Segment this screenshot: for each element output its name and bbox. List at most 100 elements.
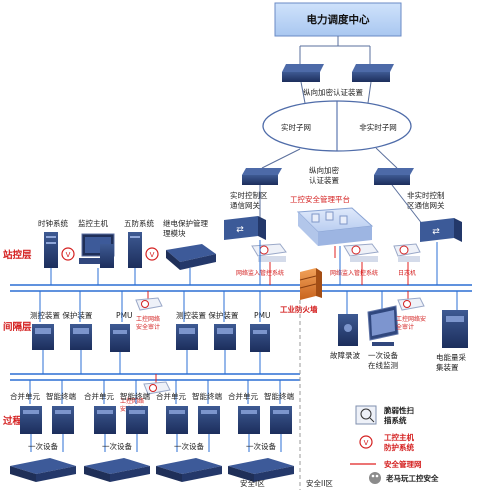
- nrt-gateway-label: 非实时控制 区通信网关: [407, 190, 447, 210]
- audit-right-label: 工控网络安 全审计: [396, 315, 428, 331]
- zone2-label: 安全II区: [306, 478, 333, 488]
- net-probe-2-device: [343, 243, 379, 262]
- zone1-label: 安全I区: [240, 478, 265, 488]
- bay-right-meas-device: [176, 324, 198, 350]
- audit-right-device: [397, 297, 425, 311]
- host-guard-icon-clock: V: [61, 247, 75, 261]
- online-mon-label: 一次设备 在线监测: [368, 350, 400, 370]
- smart-terminal-label: 智能终端: [264, 391, 294, 401]
- legend-scan-icon: [355, 405, 377, 425]
- station-bus: [10, 284, 472, 292]
- bay-left-prot-device: [70, 324, 92, 350]
- sec-platform-device: [296, 207, 374, 246]
- nonrealtime-net-label: 非实时子网: [359, 122, 397, 132]
- legend-sec-net-label: 安全管理网: [384, 459, 422, 469]
- sec-platform-label: 工控安全管理平台: [290, 194, 350, 204]
- online-mon-device: [367, 305, 399, 346]
- dispatch-center-box: [274, 2, 402, 37]
- log-audit-device: [393, 243, 421, 262]
- energy-meter-label: 电能量采 集装置: [436, 352, 468, 372]
- merge-unit-device: [20, 406, 42, 434]
- rt-gateway-device: ⇄: [224, 216, 266, 240]
- five-defense-label: 五防系统: [124, 218, 154, 228]
- merge-unit-label: 合并单元: [156, 391, 186, 401]
- top-auth-device-2: [352, 64, 394, 82]
- host-guard-icon-five: V: [145, 247, 159, 261]
- legend-host-guard-icon: V: [359, 435, 373, 449]
- relay-mgr-device: [166, 244, 216, 270]
- bay-left-meas-device: [32, 324, 54, 350]
- nrt-gateway-device: ⇄: [420, 218, 462, 242]
- merge-unit-label: 合并单元: [10, 391, 40, 401]
- relay-mgr-label: 继电保护管理 理模块: [163, 218, 210, 238]
- fault-rec-label: 故障录波: [330, 350, 360, 360]
- primary-equipment-device: [84, 458, 150, 482]
- smart-terminal-device: [270, 406, 292, 434]
- process-group-2: 合并单元智能终端一次设备: [84, 380, 150, 482]
- merge-unit-device: [166, 406, 188, 434]
- primary-equipment-label: 一次设备: [102, 441, 132, 451]
- sec-mgmt-links: [269, 246, 409, 285]
- smart-terminal-device: [198, 406, 220, 434]
- audit-left-label: 工控网络 安全审计: [136, 315, 162, 331]
- layer-station-label: 站控层: [3, 249, 32, 261]
- bay-right-prot-device: [214, 324, 236, 350]
- pmu-left-label: PMU: [116, 311, 132, 320]
- primary-equipment-label: 一次设备: [174, 441, 204, 451]
- energy-meter-device: [442, 310, 468, 348]
- process-group-3: 合并单元智能终端一次设备: [156, 380, 222, 482]
- pmu-left-device: [110, 324, 130, 352]
- primary-equipment-device: [156, 458, 222, 482]
- log-audit-label: 日志机: [398, 269, 416, 277]
- svg-text:V: V: [364, 439, 369, 447]
- mid-auth-line-2: 认证装置: [309, 175, 339, 185]
- mid-auth-label: 纵向加密 认证装置: [309, 165, 341, 185]
- layer-bay-label: 间隔层: [3, 321, 32, 333]
- top-links: [299, 36, 371, 64]
- clock-system-device: [44, 232, 58, 268]
- process-groups: 合并单元智能终端一次设备合并单元智能终端一次设备合并单元智能终端一次设备合并单元…: [10, 380, 294, 482]
- mid-auth-device-1: [242, 168, 282, 185]
- merge-unit-device: [94, 406, 116, 434]
- smart-terminal-label: 智能终端: [120, 391, 150, 401]
- mid-auth-line-1: 纵向加密: [309, 165, 339, 175]
- mid-auth-device-2: [374, 168, 414, 185]
- watermark-text: 老马玩工控安全: [385, 473, 439, 483]
- pmu-right-device: [250, 324, 270, 352]
- bay-left-label: 测控装置 保护装置: [30, 310, 93, 320]
- rt-gateway-label: 实时控制区 通信网关: [230, 190, 270, 210]
- merge-unit-device: [238, 406, 260, 434]
- svg-text:⇄: ⇄: [432, 227, 440, 237]
- smart-terminal-label: 智能终端: [192, 391, 222, 401]
- net-probe-2-label: 网络监入管控系统: [330, 269, 378, 277]
- smart-terminal-device: [126, 406, 148, 434]
- process-bus: [10, 373, 300, 381]
- svg-text:⇄: ⇄: [236, 225, 244, 235]
- legend-host-guard-label: 工控主机 防护系统: [384, 432, 417, 452]
- primary-equipment-label: 一次设备: [246, 441, 276, 451]
- monitor-host-label: 监控主机: [78, 218, 108, 228]
- fault-rec-device: [338, 314, 358, 346]
- dispatch-center-title: 电力调度中心: [307, 13, 370, 26]
- clock-label: 时钟系统: [38, 218, 68, 228]
- audit-left-device: [135, 297, 163, 311]
- firewall-device: [299, 268, 322, 300]
- firewall-label: 工业防火墙: [280, 304, 318, 314]
- primary-equipment-device: [10, 458, 76, 482]
- top-auth-label: 纵向加密认证装置: [303, 87, 363, 97]
- bay-right-label: 测控装置 保护装置: [176, 310, 239, 320]
- merge-unit-label: 合并单元: [228, 391, 258, 401]
- svg-text:V: V: [150, 251, 155, 259]
- top-auth-device-1: [282, 64, 324, 82]
- watermark-logo-icon: [369, 472, 381, 484]
- primary-equipment-device: [228, 458, 294, 482]
- process-group-4: 合并单元智能终端一次设备: [228, 380, 294, 482]
- smart-terminal-label: 智能终端: [46, 391, 76, 401]
- pmu-right-label: PMU: [254, 311, 270, 320]
- five-defense-device: [128, 232, 142, 268]
- merge-unit-label: 合并单元: [84, 391, 114, 401]
- realtime-net-label: 实时子网: [281, 122, 311, 132]
- smart-terminal-device: [52, 406, 74, 434]
- process-group-1: 合并单元智能终端一次设备: [10, 380, 76, 482]
